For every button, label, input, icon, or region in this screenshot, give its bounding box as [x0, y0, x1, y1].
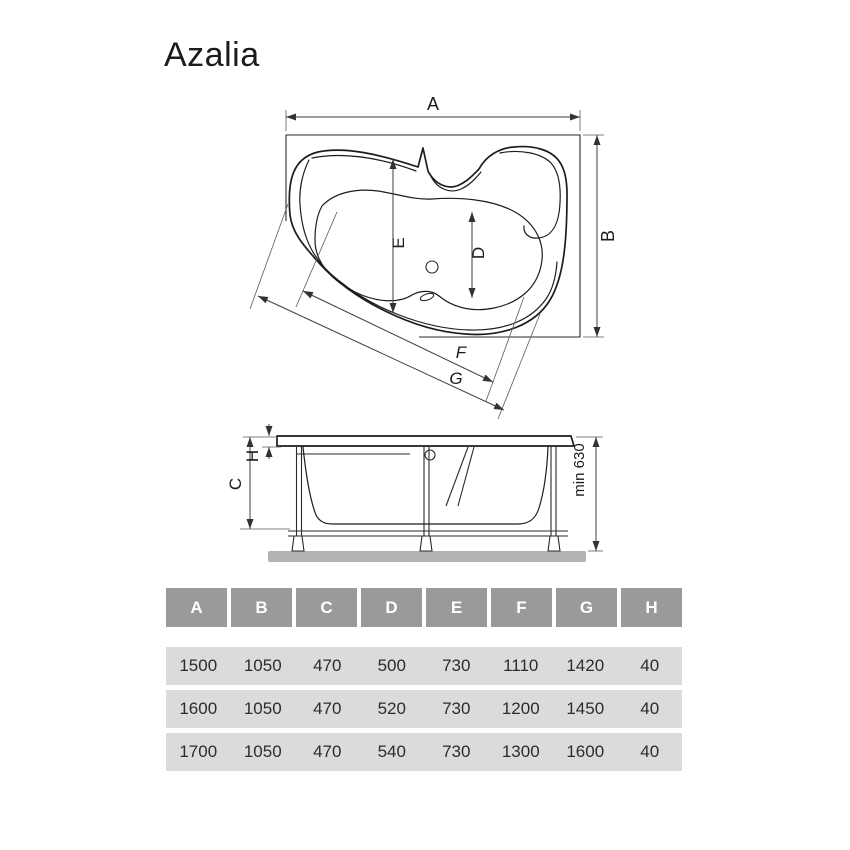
table-row: 1700 1050 470 540 730 1300 1600 40 [166, 733, 682, 771]
header-cell-b: B [231, 588, 292, 627]
dim-label-a: A [427, 94, 439, 114]
spec-cell: 1700 [179, 742, 218, 761]
product-title: Azalia [164, 36, 260, 74]
spec-cell: 470 [313, 699, 342, 718]
header-cell-c: C [296, 588, 357, 627]
foot [547, 535, 561, 552]
dimension-D: D [468, 212, 488, 298]
dim-label-c: C [226, 478, 245, 490]
tub-outer-rim [288, 145, 568, 336]
spec-cell: 1600 [179, 699, 218, 718]
headrest-scoop [429, 171, 482, 192]
spec-cell: 40 [640, 656, 660, 675]
spec-cell: 1050 [243, 656, 282, 675]
header-cell-e: E [426, 588, 487, 627]
ground [268, 551, 586, 562]
spec-cell: 1050 [243, 742, 282, 761]
extension-line [249, 203, 289, 310]
extension-line [295, 211, 338, 308]
foot [291, 535, 305, 552]
spec-cell: 470 [313, 656, 342, 675]
overflow-hole [424, 449, 436, 461]
dim-label-d: D [469, 247, 488, 259]
dimension-A: A [285, 94, 581, 131]
dim-label-e: E [389, 237, 408, 248]
side-view: C H min 630 [226, 424, 603, 562]
extension-line [485, 296, 525, 402]
spec-cell: 730 [442, 742, 471, 761]
spec-cell: 1050 [243, 699, 282, 718]
header-cell-h: H [621, 588, 682, 627]
header-cell-d: D [361, 588, 422, 627]
dimension-min-height: min 630 [571, 436, 603, 552]
spec-cell: 520 [377, 699, 406, 718]
spec-cell: 1420 [566, 656, 605, 675]
tub-inner-rim-top [311, 154, 417, 172]
dimension-B: B [583, 134, 618, 338]
spec-cell: 470 [313, 742, 342, 761]
spec-cell: 540 [377, 742, 406, 761]
drain-hole [425, 260, 439, 274]
spec-cell: 40 [640, 742, 660, 761]
spec-cell: 1110 [503, 656, 539, 675]
spec-cell: 1500 [179, 656, 218, 675]
rim-deck [276, 435, 575, 447]
corner-curl [499, 150, 561, 239]
spec-cell: 730 [442, 656, 471, 675]
table-row: 1600 1050 470 520 730 1200 1450 40 [166, 690, 682, 728]
foot [419, 535, 433, 552]
top-view: A B [249, 94, 618, 420]
dim-label-min-height: min 630 [571, 443, 588, 496]
spec-cell: 730 [442, 699, 471, 718]
tub-basin [314, 189, 543, 311]
dimension-C: C [226, 436, 290, 530]
frame-legs [295, 446, 557, 536]
technical-drawing: A B [226, 94, 618, 562]
dimension-G: G [257, 295, 505, 411]
dim-label-b: B [598, 230, 618, 242]
dim-label-f: F [456, 343, 468, 362]
table-row: 1500 1050 470 500 730 1110 1420 40 [166, 647, 682, 685]
tub-inner-rim-front [299, 159, 558, 331]
tub-body-profile [302, 446, 549, 525]
header-cell-g: G [556, 588, 617, 627]
spec-table: A B C D E F G H 1500 1050 470 500 730 11… [166, 588, 682, 771]
jet-fitting [419, 292, 435, 302]
dim-label-g: G [449, 369, 462, 388]
spec-cell: 500 [377, 656, 406, 675]
drain-pipe [457, 446, 475, 507]
dimension-E: E [389, 159, 408, 313]
extension-line [497, 313, 541, 420]
dim-label-h: H [243, 450, 262, 462]
spec-cell: 1600 [566, 742, 605, 761]
spec-cell: 40 [640, 699, 660, 718]
header-cell-f: F [491, 588, 552, 627]
tub-bounding-box [285, 134, 581, 338]
dimension-H: H [243, 424, 281, 462]
header-cell-a: A [166, 588, 227, 627]
spec-cell: 1450 [566, 699, 605, 718]
spec-cell: 1200 [501, 699, 540, 718]
spec-table-header: A B C D E F G H [166, 588, 682, 627]
spec-cell: 1300 [501, 742, 540, 761]
drain-pipe [445, 446, 469, 507]
